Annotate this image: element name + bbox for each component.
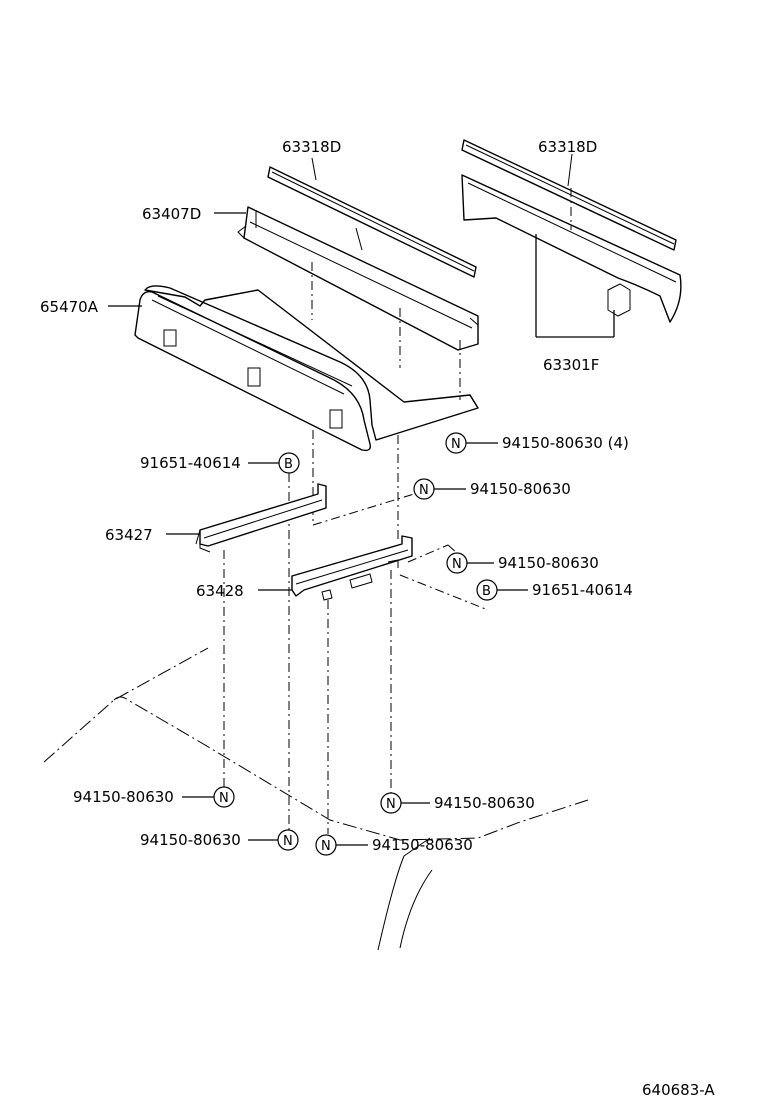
weatherstrip-right (461, 139, 677, 251)
label-91651-40614-left: 91651-40614 (140, 454, 241, 472)
bracket-63427 (195, 483, 327, 553)
nut-letter: N (452, 557, 462, 572)
vehicle-body-outline (43, 647, 589, 951)
nut-letter: N (419, 483, 429, 498)
label-94150-80630-bottom-mid2: 94150-80630 (372, 836, 473, 854)
label-94150-80630-bottom-mid1: 94150-80630 (140, 831, 241, 849)
label-94150-80630-bottom-right: 94150-80630 (434, 794, 535, 812)
label-63318D-right: 63318D (538, 138, 597, 156)
package-tray-65470A (134, 285, 479, 452)
label-94150-80630-bottom-left: 94150-80630 (73, 788, 174, 806)
figure-code: 640683-A (642, 1081, 715, 1099)
label-63427: 63427 (105, 526, 153, 544)
retainer-63407D (237, 206, 479, 351)
label-63428: 63428 (196, 582, 244, 600)
bolt-letter: B (482, 584, 491, 599)
label-65470A: 65470A (40, 298, 99, 316)
bracket-63428 (291, 535, 413, 601)
label-63318D-left: 63318D (282, 138, 341, 156)
nut-letter: N (283, 834, 293, 849)
nut-letter: N (386, 797, 396, 812)
nut-letter: N (321, 839, 331, 854)
nut-letter: N (219, 791, 229, 806)
weatherstrip-left (267, 166, 477, 278)
body-panel-inset (461, 174, 682, 323)
label-91651-40614-right: 91651-40614 (532, 581, 633, 599)
label-63407D: 63407D (142, 205, 201, 223)
label-94150-80630-right: 94150-80630 (498, 554, 599, 572)
label-94150-80630-mid: 94150-80630 (470, 480, 571, 498)
label-94150-80630-4: 94150-80630 (4) (502, 434, 629, 452)
label-63301F: 63301F (543, 356, 599, 374)
bolt-letter: B (284, 457, 293, 472)
nut-letter: N (451, 437, 461, 452)
